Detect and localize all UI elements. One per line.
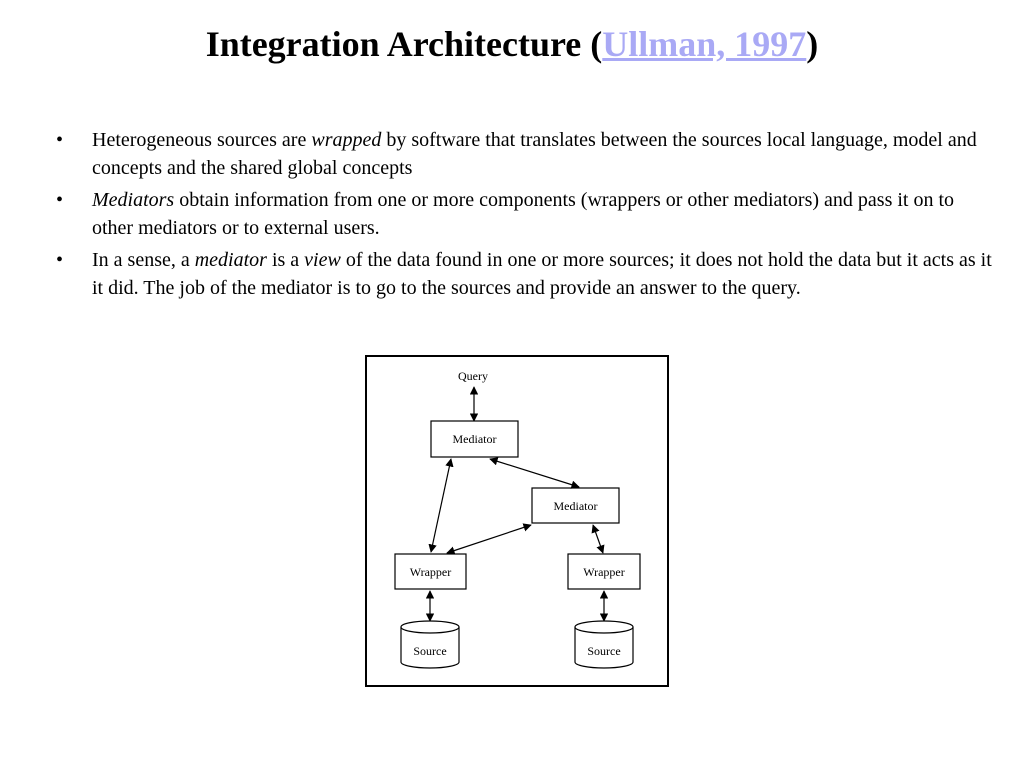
wrapper-left-label: Wrapper <box>410 565 452 579</box>
bullet-text-part: obtain information from one or more comp… <box>92 189 955 239</box>
source-right-label: Source <box>587 644 620 658</box>
bullet-list: • Heterogeneous sources are wrapped by s… <box>56 126 996 306</box>
wrapper-left-box <box>394 553 467 590</box>
mediator-right-wrapper-left-arrow <box>446 523 532 555</box>
bullet-dot: • <box>56 249 64 271</box>
bullet-emphasis: Mediators <box>92 189 175 211</box>
slide-title: Integration Architecture (Ullman, 1997) <box>0 22 1024 66</box>
mediator-right-label: Mediator <box>554 499 598 513</box>
bullet-emphasis: mediator <box>194 249 267 271</box>
architecture-diagram: Query Mediator Mediator Wrapper Wrapper … <box>365 355 669 687</box>
bullet-dot: • <box>56 189 64 211</box>
wrapper-right-label: Wrapper <box>583 565 625 579</box>
source-right-cylinder <box>574 620 634 669</box>
bullet-item: • In a sense, a mediator is a view of th… <box>56 246 996 302</box>
bullet-text-part: by software that translates between the … <box>92 129 977 179</box>
bullet-text-part: of the data found in one or more sources… <box>92 249 992 299</box>
bullet-item: • Heterogeneous sources are wrapped by s… <box>56 126 996 182</box>
citation-link[interactable]: Ullman, 1997 <box>602 24 807 64</box>
title-text: Integration Architecture ( <box>205 24 603 64</box>
query-label: Query <box>458 369 488 383</box>
bullet-dot: • <box>56 129 64 151</box>
mediator-top-label: Mediator <box>453 432 497 446</box>
title-close: ) <box>806 24 819 64</box>
bullet-item: • Mediators obtain information from one … <box>56 186 996 242</box>
bullet-text-part: is a <box>266 249 305 271</box>
mediator-right-wrapper-right-arrow <box>591 524 605 554</box>
source-left-label: Source <box>413 644 446 658</box>
mediator-mediator-arrow <box>489 457 580 489</box>
bullet-text-part: Heterogeneous sources are <box>92 129 312 151</box>
bullet-emphasis: view <box>304 249 341 271</box>
source-left-cylinder <box>400 620 460 669</box>
diagram-canvas: Query Mediator Mediator Wrapper Wrapper … <box>394 369 641 669</box>
bullet-text-part: In a sense, a <box>92 249 195 271</box>
mediator-wrapper-left-arrow <box>428 458 454 553</box>
bullet-emphasis: wrapped <box>311 129 382 151</box>
mediator-right-box <box>531 487 620 524</box>
wrapper-right-box <box>567 553 641 590</box>
mediator-top-box <box>430 420 519 458</box>
